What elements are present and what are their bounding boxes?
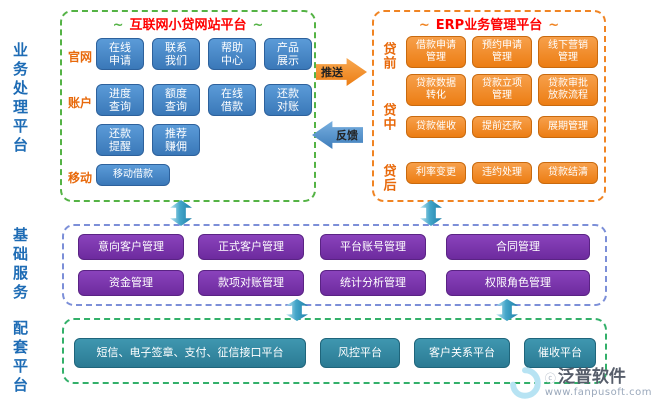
web-node: 联系我们 bbox=[152, 38, 200, 70]
section-label-business-processing: 业务处理平台 bbox=[11, 42, 29, 156]
title-text: 互联网小贷网站平台 bbox=[129, 18, 247, 33]
row-label-account: 账户 bbox=[68, 96, 93, 110]
base-node: 正式客户管理 bbox=[198, 234, 304, 260]
support-platform-panel: 短信、电子签章、支付、征信接口平台 风控平台 客户关系平台 催收平台 bbox=[62, 318, 607, 384]
web-node: 在线申请 bbox=[96, 38, 144, 70]
feedback-arrow: 反馈 bbox=[312, 121, 363, 149]
support-node: 催收平台 bbox=[524, 338, 596, 368]
web-node: 还款提醒 bbox=[96, 124, 144, 156]
web-node: 在线借款 bbox=[208, 84, 256, 116]
base-node: 资金管理 bbox=[78, 270, 184, 296]
erp-platform-panel: ~ ERP业务管理平台 ~ 贷前 贷中 贷后 借款申请管理 预约申请管理 线下营销管… bbox=[372, 10, 606, 202]
copyright-icon: ⓒ bbox=[544, 372, 556, 386]
title-decor-icon: ~ bbox=[252, 18, 264, 33]
row-label-mobile: 移动 bbox=[68, 171, 93, 185]
web-node: 额度查询 bbox=[152, 84, 200, 116]
web-node: 推荐赚佣 bbox=[152, 124, 200, 156]
base-node: 统计分析管理 bbox=[320, 270, 426, 296]
base-node: 平台账号管理 bbox=[320, 234, 426, 260]
web-node: 移动借款 bbox=[96, 164, 170, 186]
erp-node: 贷款催收 bbox=[406, 116, 466, 138]
row-label-official-site: 官网 bbox=[68, 50, 93, 64]
base-node: 合同管理 bbox=[446, 234, 590, 260]
support-node: 风控平台 bbox=[320, 338, 400, 368]
erp-node: 线下营销管理 bbox=[538, 36, 598, 68]
base-node: 款项对账管理 bbox=[198, 270, 304, 296]
section-label-support-platform: 配套平台 bbox=[11, 320, 29, 396]
push-arrow: 推送 bbox=[316, 58, 367, 86]
erp-node: 贷款数据转化 bbox=[406, 74, 466, 106]
section-label-base-services: 基础服务 bbox=[11, 227, 29, 303]
base-services-panel: 意向客户管理 正式客户管理 平台账号管理 合同管理 资金管理 款项对账管理 统计… bbox=[62, 224, 607, 306]
erp-node: 贷款结清 bbox=[538, 162, 598, 184]
erp-node: 提前还款 bbox=[472, 116, 532, 138]
vertical-connector-arrow bbox=[286, 299, 308, 321]
web-node: 产品展示 bbox=[264, 38, 312, 70]
title-decor-icon: ~ bbox=[112, 18, 124, 33]
title-decor-icon: ~ bbox=[418, 18, 430, 33]
stage-label-pre-loan: 贷前 bbox=[380, 42, 396, 70]
erp-node: 贷款审批放款流程 bbox=[538, 74, 598, 106]
web-node: 进度查询 bbox=[96, 84, 144, 116]
support-node: 客户关系平台 bbox=[414, 338, 510, 368]
website-platform-panel: ~ 互联网小贷网站平台 ~ 官网 在线申请 联系我们 帮助中心 产品展示 账户 进度… bbox=[60, 10, 316, 202]
base-node: 意向客户管理 bbox=[78, 234, 184, 260]
title-decor-icon: ~ bbox=[548, 18, 560, 33]
stage-label-post-loan: 贷后 bbox=[380, 164, 396, 192]
loan-stages-label: 贷前 贷中 贷后 bbox=[379, 42, 397, 192]
web-node: 还款对账 bbox=[264, 84, 312, 116]
web-node: 帮助中心 bbox=[208, 38, 256, 70]
erp-node: 展期管理 bbox=[538, 116, 598, 138]
vertical-connector-arrow bbox=[496, 299, 518, 321]
stage-label-mid-loan: 贷中 bbox=[380, 103, 396, 131]
base-node: 权限角色管理 bbox=[446, 270, 590, 296]
fanpu-logo-icon bbox=[510, 367, 541, 399]
support-node: 短信、电子签章、支付、征信接口平台 bbox=[74, 338, 306, 368]
website-platform-title: ~ 互联网小贷网站平台 ~ bbox=[62, 14, 314, 33]
erp-node: 预约申请管理 bbox=[472, 36, 532, 68]
title-text: ERP业务管理平台 bbox=[435, 18, 543, 33]
erp-node: 违约处理 bbox=[472, 162, 532, 184]
erp-node: 利率变更 bbox=[406, 162, 466, 184]
watermark-brand: 泛普软件 bbox=[557, 367, 626, 388]
vertical-connector-arrow bbox=[420, 200, 442, 226]
erp-node: 借款申请管理 bbox=[406, 36, 466, 68]
watermark-url: www.fanpusoft.com bbox=[544, 386, 652, 398]
erp-node: 贷款立项管理 bbox=[472, 74, 532, 106]
vertical-connector-arrow bbox=[170, 200, 192, 226]
erp-platform-title: ~ ERP业务管理平台 ~ bbox=[374, 14, 604, 33]
